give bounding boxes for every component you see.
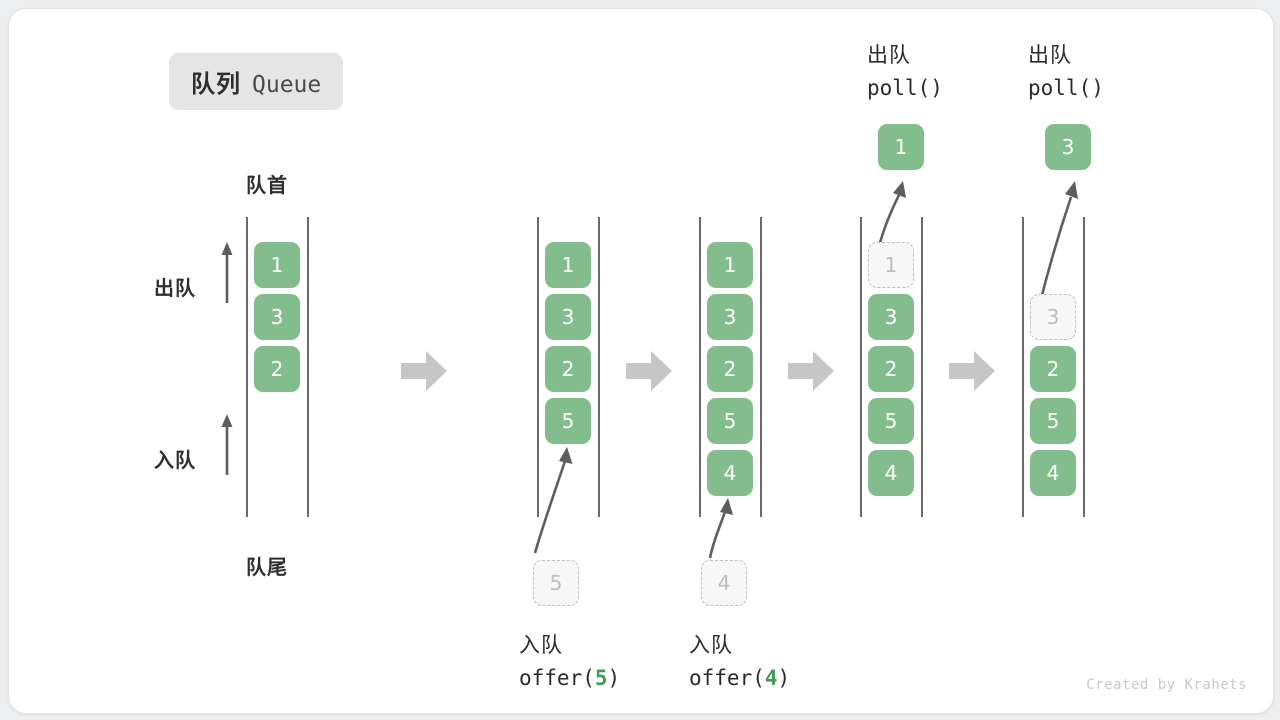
op-label-stage-5: 出队 poll() (1028, 39, 1104, 104)
dequeue-side-label: 出队 (154, 278, 196, 300)
queue-cell-poll-1-0: 1 (868, 242, 914, 288)
queue-cell-poll-1-4: 4 (868, 450, 914, 496)
op-code-suffix-stage-2: ) (607, 665, 621, 690)
queue-cell-poll-1-3: 5 (868, 398, 914, 444)
queue-rail-right-stage-1 (307, 217, 309, 517)
queue-cell-initial-0: 1 (254, 242, 300, 288)
queue-rail-left-stage-1 (246, 217, 248, 517)
step-arrow-2 (626, 351, 672, 391)
op-label-stage-3: 入队 offer(4) (689, 629, 790, 694)
op-code-prefix-stage-2: offer( (519, 665, 595, 690)
op-label-code-stage-4: poll() (867, 72, 943, 105)
queue-cell-initial-2: 2 (254, 346, 300, 392)
tail-label: 队尾 (246, 557, 288, 579)
queue-cell-offer-5-3: 5 (545, 398, 591, 444)
enqueue-insert-arrow-stage-2 (533, 447, 573, 554)
dequeue-eject-arrow-stage-5 (1038, 181, 1078, 304)
op-label-code-stage-5: poll() (1028, 72, 1104, 105)
queue-rail-right-stage-2 (598, 217, 600, 517)
queue-cell-poll-3-3: 4 (1030, 450, 1076, 496)
queue-rail-right-stage-5 (1083, 217, 1085, 517)
queue-cells-stage-2: 1 3 2 5 (545, 242, 591, 444)
queue-cell-poll-1-1: 3 (868, 294, 914, 340)
step-arrow-4 (949, 351, 995, 391)
queue-cells-stage-4: 1 3 2 5 4 (868, 242, 914, 496)
incoming-cell-stage-3: 4 (701, 560, 747, 606)
enqueue-side-label: 入队 (154, 450, 196, 472)
op-label-cn-stage-2: 入队 (519, 633, 563, 657)
outgoing-value-poll-1: 1 (878, 124, 924, 170)
enqueue-direction-arrow (221, 414, 233, 475)
op-code-prefix-stage-4: poll( (867, 75, 931, 100)
queue-rail-left-stage-3 (699, 217, 701, 517)
op-code-suffix-stage-3: ) (777, 665, 791, 690)
queue-rail-left-stage-5 (1022, 217, 1024, 517)
queue-cells-stage-1: 1 3 2 (254, 242, 300, 392)
op-code-prefix-stage-3: offer( (689, 665, 765, 690)
queue-rail-left-stage-4 (860, 217, 862, 517)
queue-cell-poll-3-0: 3 (1030, 294, 1076, 340)
enqueue-insert-arrow-stage-3 (708, 498, 733, 559)
queue-cells-stage-5: 3 2 5 4 (1030, 294, 1076, 496)
op-label-cn-stage-3: 入队 (689, 633, 733, 657)
step-arrow-1 (401, 351, 447, 391)
outgoing-cell-stage-5: 3 (1045, 124, 1091, 170)
queue-cell-offer-5-1: 3 (545, 294, 591, 340)
op-code-suffix-stage-4: ) (930, 75, 943, 100)
queue-cell-offer-5-2: 2 (545, 346, 591, 392)
queue-rail-right-stage-3 (760, 217, 762, 517)
incoming-value-offer-5: 5 (533, 560, 579, 606)
op-label-cn-stage-5: 出队 (1028, 43, 1072, 67)
op-label-cn-stage-4: 出队 (867, 43, 911, 67)
queue-cells-stage-3: 1 3 2 5 4 (707, 242, 753, 496)
op-label-stage-2: 入队 offer(5) (519, 629, 620, 694)
queue-cell-offer-4-1: 3 (707, 294, 753, 340)
diagram-title-en: Queue (252, 72, 322, 98)
step-arrow-3 (788, 351, 834, 391)
incoming-cell-stage-2: 5 (533, 560, 579, 606)
op-code-prefix-stage-5: poll( (1028, 75, 1092, 100)
outgoing-value-poll-3: 3 (1045, 124, 1091, 170)
incoming-value-offer-4: 4 (701, 560, 747, 606)
queue-rail-right-stage-4 (921, 217, 923, 517)
queue-cell-initial-1: 3 (254, 294, 300, 340)
queue-cell-offer-4-0: 1 (707, 242, 753, 288)
queue-rail-left-stage-2 (537, 217, 539, 517)
outgoing-cell-stage-4: 1 (878, 124, 924, 170)
queue-cell-poll-3-2: 5 (1030, 398, 1076, 444)
dequeue-direction-arrow (221, 242, 233, 303)
watermark: Created by Krahets (1086, 677, 1247, 693)
diagram-title-cn: 队列 (191, 71, 241, 98)
diagram-title: 队列 Queue (169, 53, 344, 110)
op-code-value-stage-3: 4 (764, 665, 778, 690)
op-code-value-stage-2: 5 (594, 665, 608, 690)
queue-cell-offer-4-2: 2 (707, 346, 753, 392)
op-code-suffix-stage-5: ) (1091, 75, 1104, 100)
op-label-code-stage-2: offer(5) (519, 662, 620, 695)
queue-cell-offer-5-0: 1 (545, 242, 591, 288)
queue-cell-offer-4-4: 4 (707, 450, 753, 496)
head-label: 队首 (246, 175, 288, 197)
queue-cell-offer-4-3: 5 (707, 398, 753, 444)
op-label-code-stage-3: offer(4) (689, 662, 790, 695)
queue-cell-poll-1-2: 2 (868, 346, 914, 392)
queue-cell-poll-3-1: 2 (1030, 346, 1076, 392)
diagram-canvas: 队列 Queue 队首 队尾 出队 入队 1 3 2 1 3 2 5 5 入队 offer… (8, 8, 1274, 714)
op-label-stage-4: 出队 poll() (867, 39, 943, 104)
